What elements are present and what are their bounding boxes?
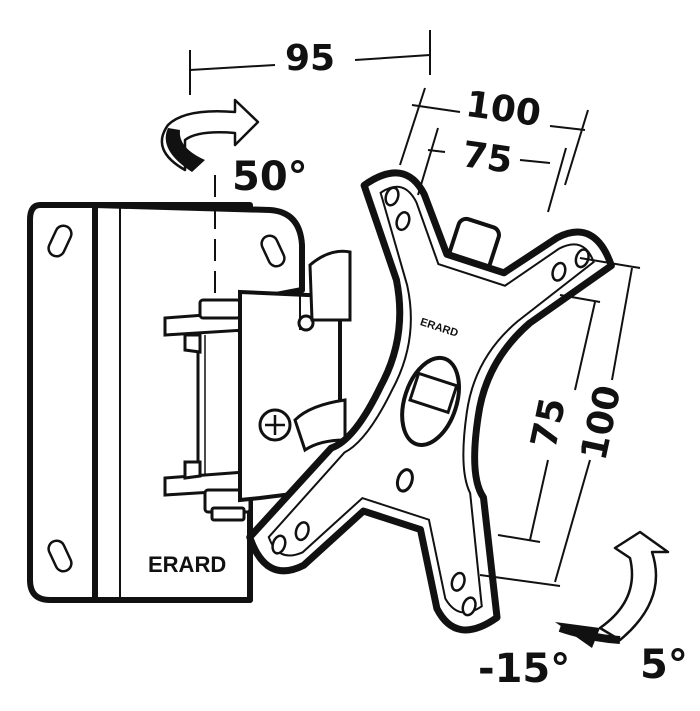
hinge-assembly	[163, 249, 352, 522]
dimension-75-right-label: 75	[524, 394, 575, 452]
vesa-holes	[271, 186, 590, 617]
dimension-100-top-label: 100	[463, 84, 543, 135]
tilt-arrow-icon	[555, 530, 670, 648]
dimension-100-right-label: 100	[574, 382, 630, 464]
swivel-arrow-icon	[160, 98, 260, 172]
dimension-arm-width	[189, 30, 431, 300]
swivel-angle-label: 50°	[232, 154, 308, 200]
dimension-95-label: 95	[285, 38, 335, 79]
dimension-75-top-label: 75	[460, 134, 515, 182]
wall-plate-slot-holes	[47, 224, 286, 573]
dimension-vesa-horizontal	[399, 87, 589, 213]
tilt-up-angle-label: 5°	[640, 642, 688, 688]
vesa-plate	[246, 169, 615, 634]
dimension-vesa-vertical	[479, 257, 641, 587]
tilt-down-angle-label: -15°	[478, 646, 570, 692]
wall-plate-logo: ERARD	[148, 552, 226, 577]
